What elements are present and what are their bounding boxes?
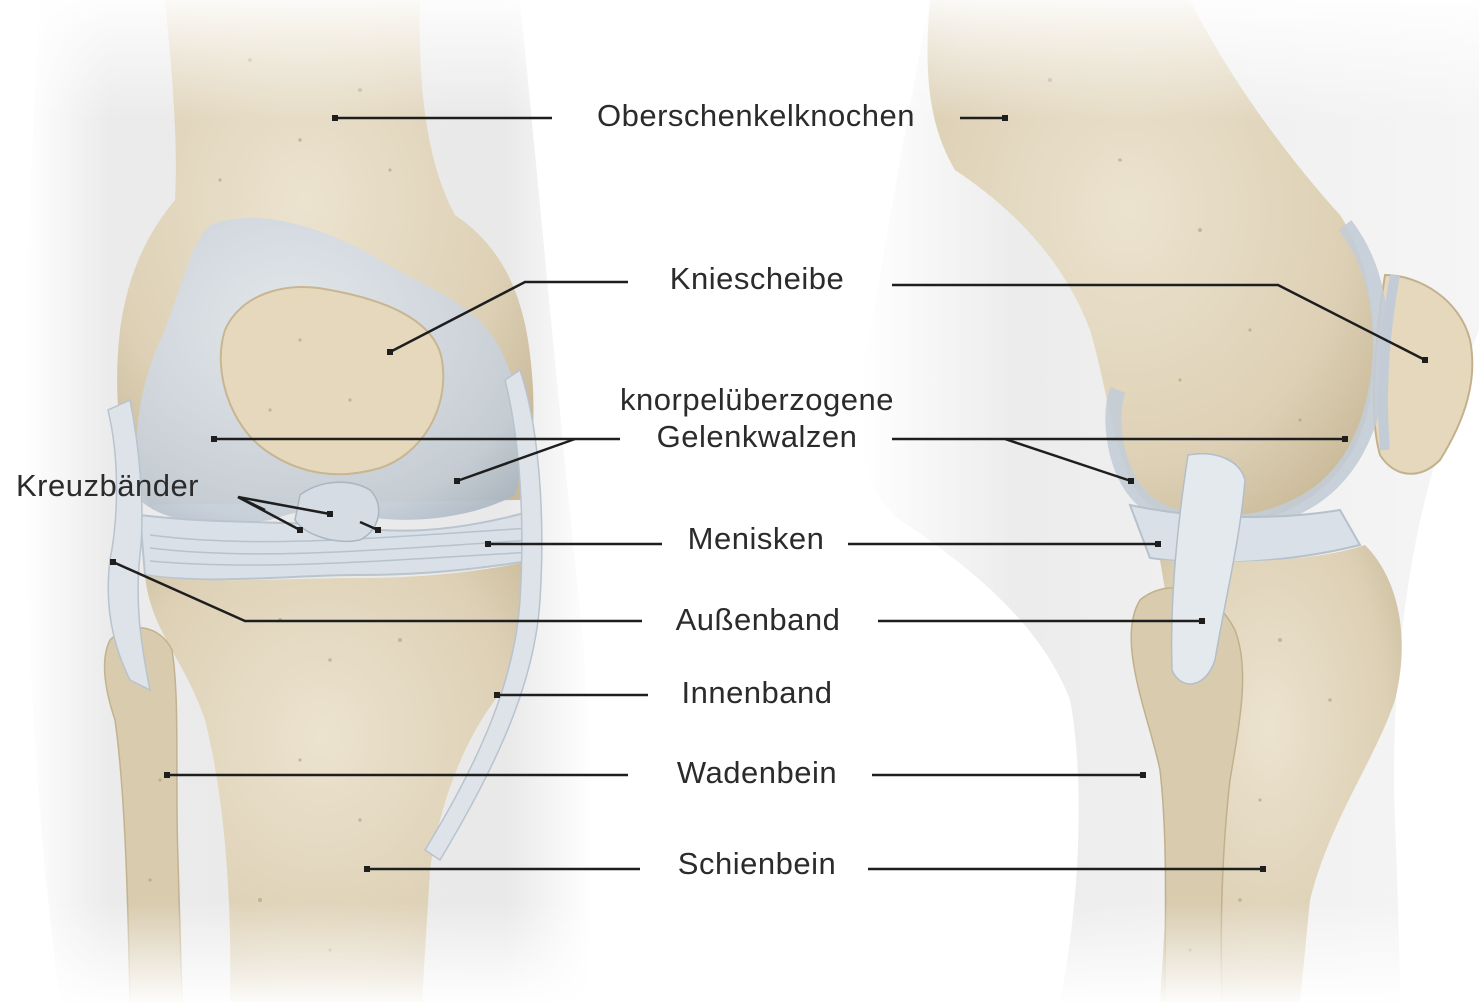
label-menisci: Menisken: [688, 523, 825, 554]
label-patella: Kniescheibe: [670, 263, 844, 294]
label-tibia: Schienbein: [678, 848, 836, 879]
label-medial-ligament: Innenband: [681, 677, 832, 708]
label-cartilage-line2: Gelenkwalzen: [657, 421, 858, 452]
label-cartilage-line1: knorpelüberzogene: [620, 384, 894, 415]
label-fibula: Wadenbein: [677, 757, 837, 788]
label-femur: Oberschenkelknochen: [597, 100, 915, 131]
label-cruciate-ligaments: Kreuzbänder: [16, 470, 199, 501]
label-lateral-ligament: Außenband: [676, 604, 841, 635]
